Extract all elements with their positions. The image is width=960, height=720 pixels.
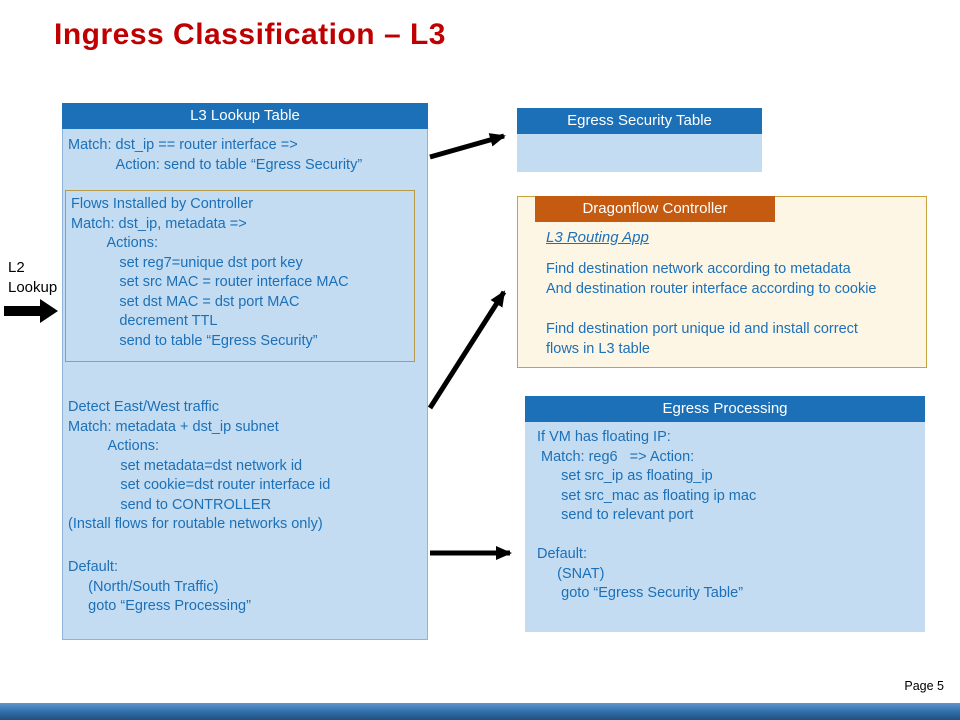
dragonflow-controller-header: Dragonflow Controller bbox=[535, 196, 775, 222]
l3-lookup-table-body bbox=[62, 129, 428, 640]
egress-processing-body bbox=[525, 422, 925, 632]
bottom-bar bbox=[0, 703, 960, 720]
egress-security-table-body bbox=[517, 134, 762, 172]
page-number: Page 5 bbox=[904, 679, 944, 693]
l3-flows-block: Flows Installed by Controller Match: dst… bbox=[71, 196, 349, 349]
arrow-to-dragonflow bbox=[427, 290, 507, 410]
l2-lookup-label: L2 Lookup bbox=[8, 259, 58, 296]
dragonflow-controller-body bbox=[517, 196, 927, 368]
l3-match-block: Match: dst_ip == router interface => Act… bbox=[68, 137, 363, 173]
egress-security-table-header: Egress Security Table bbox=[517, 108, 762, 134]
l3-lookup-table-header: L3 Lookup Table bbox=[62, 103, 428, 129]
slide-title: Ingress Classification – L3 bbox=[54, 18, 446, 51]
l3-default-block: Default: (North/South Traffic) goto “Egr… bbox=[68, 559, 251, 614]
dragonflow-app-title: L3 Routing App bbox=[546, 229, 649, 246]
dragonflow-paragraph-1: Find destination network according to me… bbox=[546, 261, 877, 297]
l2-lookup-arrow-icon bbox=[4, 299, 58, 323]
dragonflow-paragraph-2: Find destination port unique id and inst… bbox=[546, 321, 858, 357]
arrow-to-egress-security bbox=[429, 133, 506, 160]
egress-processing-header: Egress Processing bbox=[525, 396, 925, 422]
l3-flows-installed-box bbox=[65, 190, 415, 362]
l3-eastwest-block: Detect East/West traffic Match: metadata… bbox=[68, 399, 331, 532]
egress-processing-text: If VM has floating IP: Match: reg6 => Ac… bbox=[537, 429, 757, 601]
